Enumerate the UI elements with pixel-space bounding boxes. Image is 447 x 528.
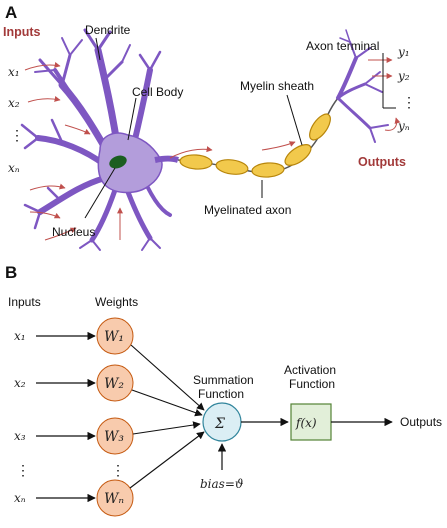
signal-arrows — [24, 57, 401, 241]
output-y1: y₁ — [397, 45, 410, 59]
inputs-label: Inputs — [3, 25, 41, 39]
dendrite-label: Dendrite — [85, 23, 131, 37]
myelinated-axon-label: Myelinated axon — [204, 203, 291, 217]
leader-lines — [84, 37, 396, 219]
weight-wn: Wₙ — [104, 491, 124, 507]
bias-label: bias=ϑ — [200, 477, 244, 491]
outputs-b-label: Outputs — [400, 415, 442, 429]
activation-node — [290, 403, 332, 441]
panel-a-letter: A — [5, 3, 17, 22]
weight-w2: W₂ — [104, 376, 124, 392]
input-b-x3: x₃ — [14, 429, 26, 443]
input-ellipsis: ⋮ — [10, 127, 24, 143]
panel-b-letter: B — [5, 263, 17, 282]
panel-a: A Inputs x₁ x₂ ⋮ xₙ — [3, 3, 416, 251]
weight-node-1 — [96, 317, 134, 355]
weight-node-3 — [96, 417, 134, 455]
weight-node-n — [96, 479, 134, 517]
output-ellipsis: ⋮ — [402, 94, 416, 110]
weight-w3: W₃ — [104, 429, 124, 445]
input-x2: x₂ — [8, 96, 20, 110]
weight-node-2 — [96, 364, 134, 402]
dendrites — [20, 28, 172, 251]
axon-terminal-label: Axon terminal — [306, 39, 379, 53]
weights-header: Weights — [95, 295, 138, 309]
input-b-x1: x₁ — [14, 329, 26, 343]
summation-label-2: Function — [198, 387, 244, 401]
nucleus-shape — [109, 155, 127, 169]
summation-label-1: Summation — [193, 373, 254, 387]
input-arrows — [36, 331, 96, 503]
nucleus-label: Nucleus — [52, 225, 95, 239]
input-b-ellipsis: ⋮ — [16, 462, 30, 478]
output-y2: y₂ — [397, 69, 410, 83]
axon-terminal-shape — [336, 29, 389, 143]
myelin-sheath-label: Myelin sheath — [240, 79, 314, 93]
weight-ellipsis: ⋮ — [111, 462, 125, 478]
sum-symbol: Σ — [214, 416, 225, 432]
cell-body-label: Cell Body — [132, 85, 183, 99]
input-xn: xₙ — [8, 161, 20, 175]
weight-nodes — [96, 317, 134, 517]
myelin-segments — [179, 113, 331, 178]
cell-body-shape — [97, 132, 163, 194]
activation-label-2: Function — [289, 377, 335, 391]
weight-w1: W₁ — [104, 329, 124, 345]
weight-arrows — [129, 344, 205, 489]
input-b-xn: xₙ — [14, 491, 26, 505]
inputs-header: Inputs — [8, 295, 41, 309]
outputs-label: Outputs — [358, 155, 406, 169]
panel-b: B Inputs Weights x₁ x₂ x₃ ⋮ xₙ W₁ W₂ W₃ … — [5, 263, 442, 517]
activation-symbol: f(x) — [295, 416, 317, 430]
input-b-x2: x₂ — [14, 376, 26, 390]
output-yn: yₙ — [397, 119, 410, 133]
activation-label-1: Activation — [284, 363, 336, 377]
input-x1: x₁ — [8, 65, 20, 79]
